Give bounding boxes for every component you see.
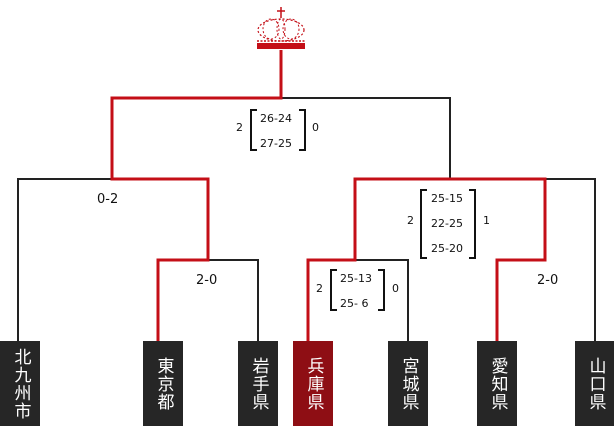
- r1-mid-sets-won-right: 0: [392, 282, 399, 295]
- r2-right-set-3: 25-20: [431, 242, 463, 255]
- final-set-1: 26-24: [260, 112, 292, 125]
- team-box-hyogo: 兵庫県: [293, 341, 333, 426]
- score-r1-left: 2-0: [196, 273, 218, 288]
- r2-right-set-2: 22-25: [431, 217, 463, 230]
- team-box-kitakyushu: 北九州市: [0, 341, 40, 426]
- score-r1-right: 2-0: [537, 273, 559, 288]
- team-name: 宮城県: [398, 356, 419, 411]
- r1-mid-bracket-left: [330, 269, 337, 311]
- r1-mid-sets-won-left: 2: [316, 282, 323, 295]
- team-name: 北九州市: [10, 347, 31, 420]
- final-bracket-left: [250, 109, 257, 151]
- team-name: 愛知県: [487, 356, 508, 411]
- crown-icon: [257, 7, 305, 49]
- team-name: 山口県: [585, 356, 606, 411]
- r2-right-set-1: 25-15: [431, 192, 463, 205]
- line-iwate: [208, 259, 259, 341]
- bracket-lines-black: [17, 97, 596, 341]
- team-name: 岩手県: [248, 356, 269, 411]
- team-box-yamaguchi: 山口県: [575, 341, 614, 426]
- team-box-aichi: 愛知県: [477, 341, 517, 426]
- score-r2-left: 0-2: [97, 192, 119, 207]
- line-hyogo: [306, 177, 450, 341]
- r1-mid-set-2: 25- 6: [340, 297, 369, 310]
- final-sets-won-left: 2: [236, 121, 243, 134]
- team-box-tokyo: 東京都: [143, 341, 183, 426]
- team-box-iwate: 岩手県: [238, 341, 278, 426]
- final-bracket-right: [299, 109, 306, 151]
- r1-mid-set-1: 25-13: [340, 272, 372, 285]
- line-semi-right-to-final: [281, 97, 451, 179]
- r2-right-sets-won-right: 1: [483, 214, 490, 227]
- final-sets-won-right: 0: [312, 121, 319, 134]
- final-set-2: 27-25: [260, 137, 292, 150]
- r2-right-bracket-left: [420, 189, 427, 259]
- line-miyagi: [355, 259, 409, 341]
- r2-right-bracket-right: [469, 189, 476, 259]
- line-kitakyushu: [17, 178, 112, 341]
- r2-right-sets-won-left: 2: [407, 214, 414, 227]
- bracket-lines-red: [110, 50, 547, 341]
- team-name: 兵庫県: [303, 356, 324, 411]
- line-tokyo: [110, 50, 283, 341]
- team-name: 東京都: [153, 356, 174, 411]
- line-aichi: [450, 177, 547, 341]
- r1-mid-bracket-right: [378, 269, 385, 311]
- team-box-miyagi: 宮城県: [388, 341, 428, 426]
- line-yamaguchi: [545, 178, 596, 341]
